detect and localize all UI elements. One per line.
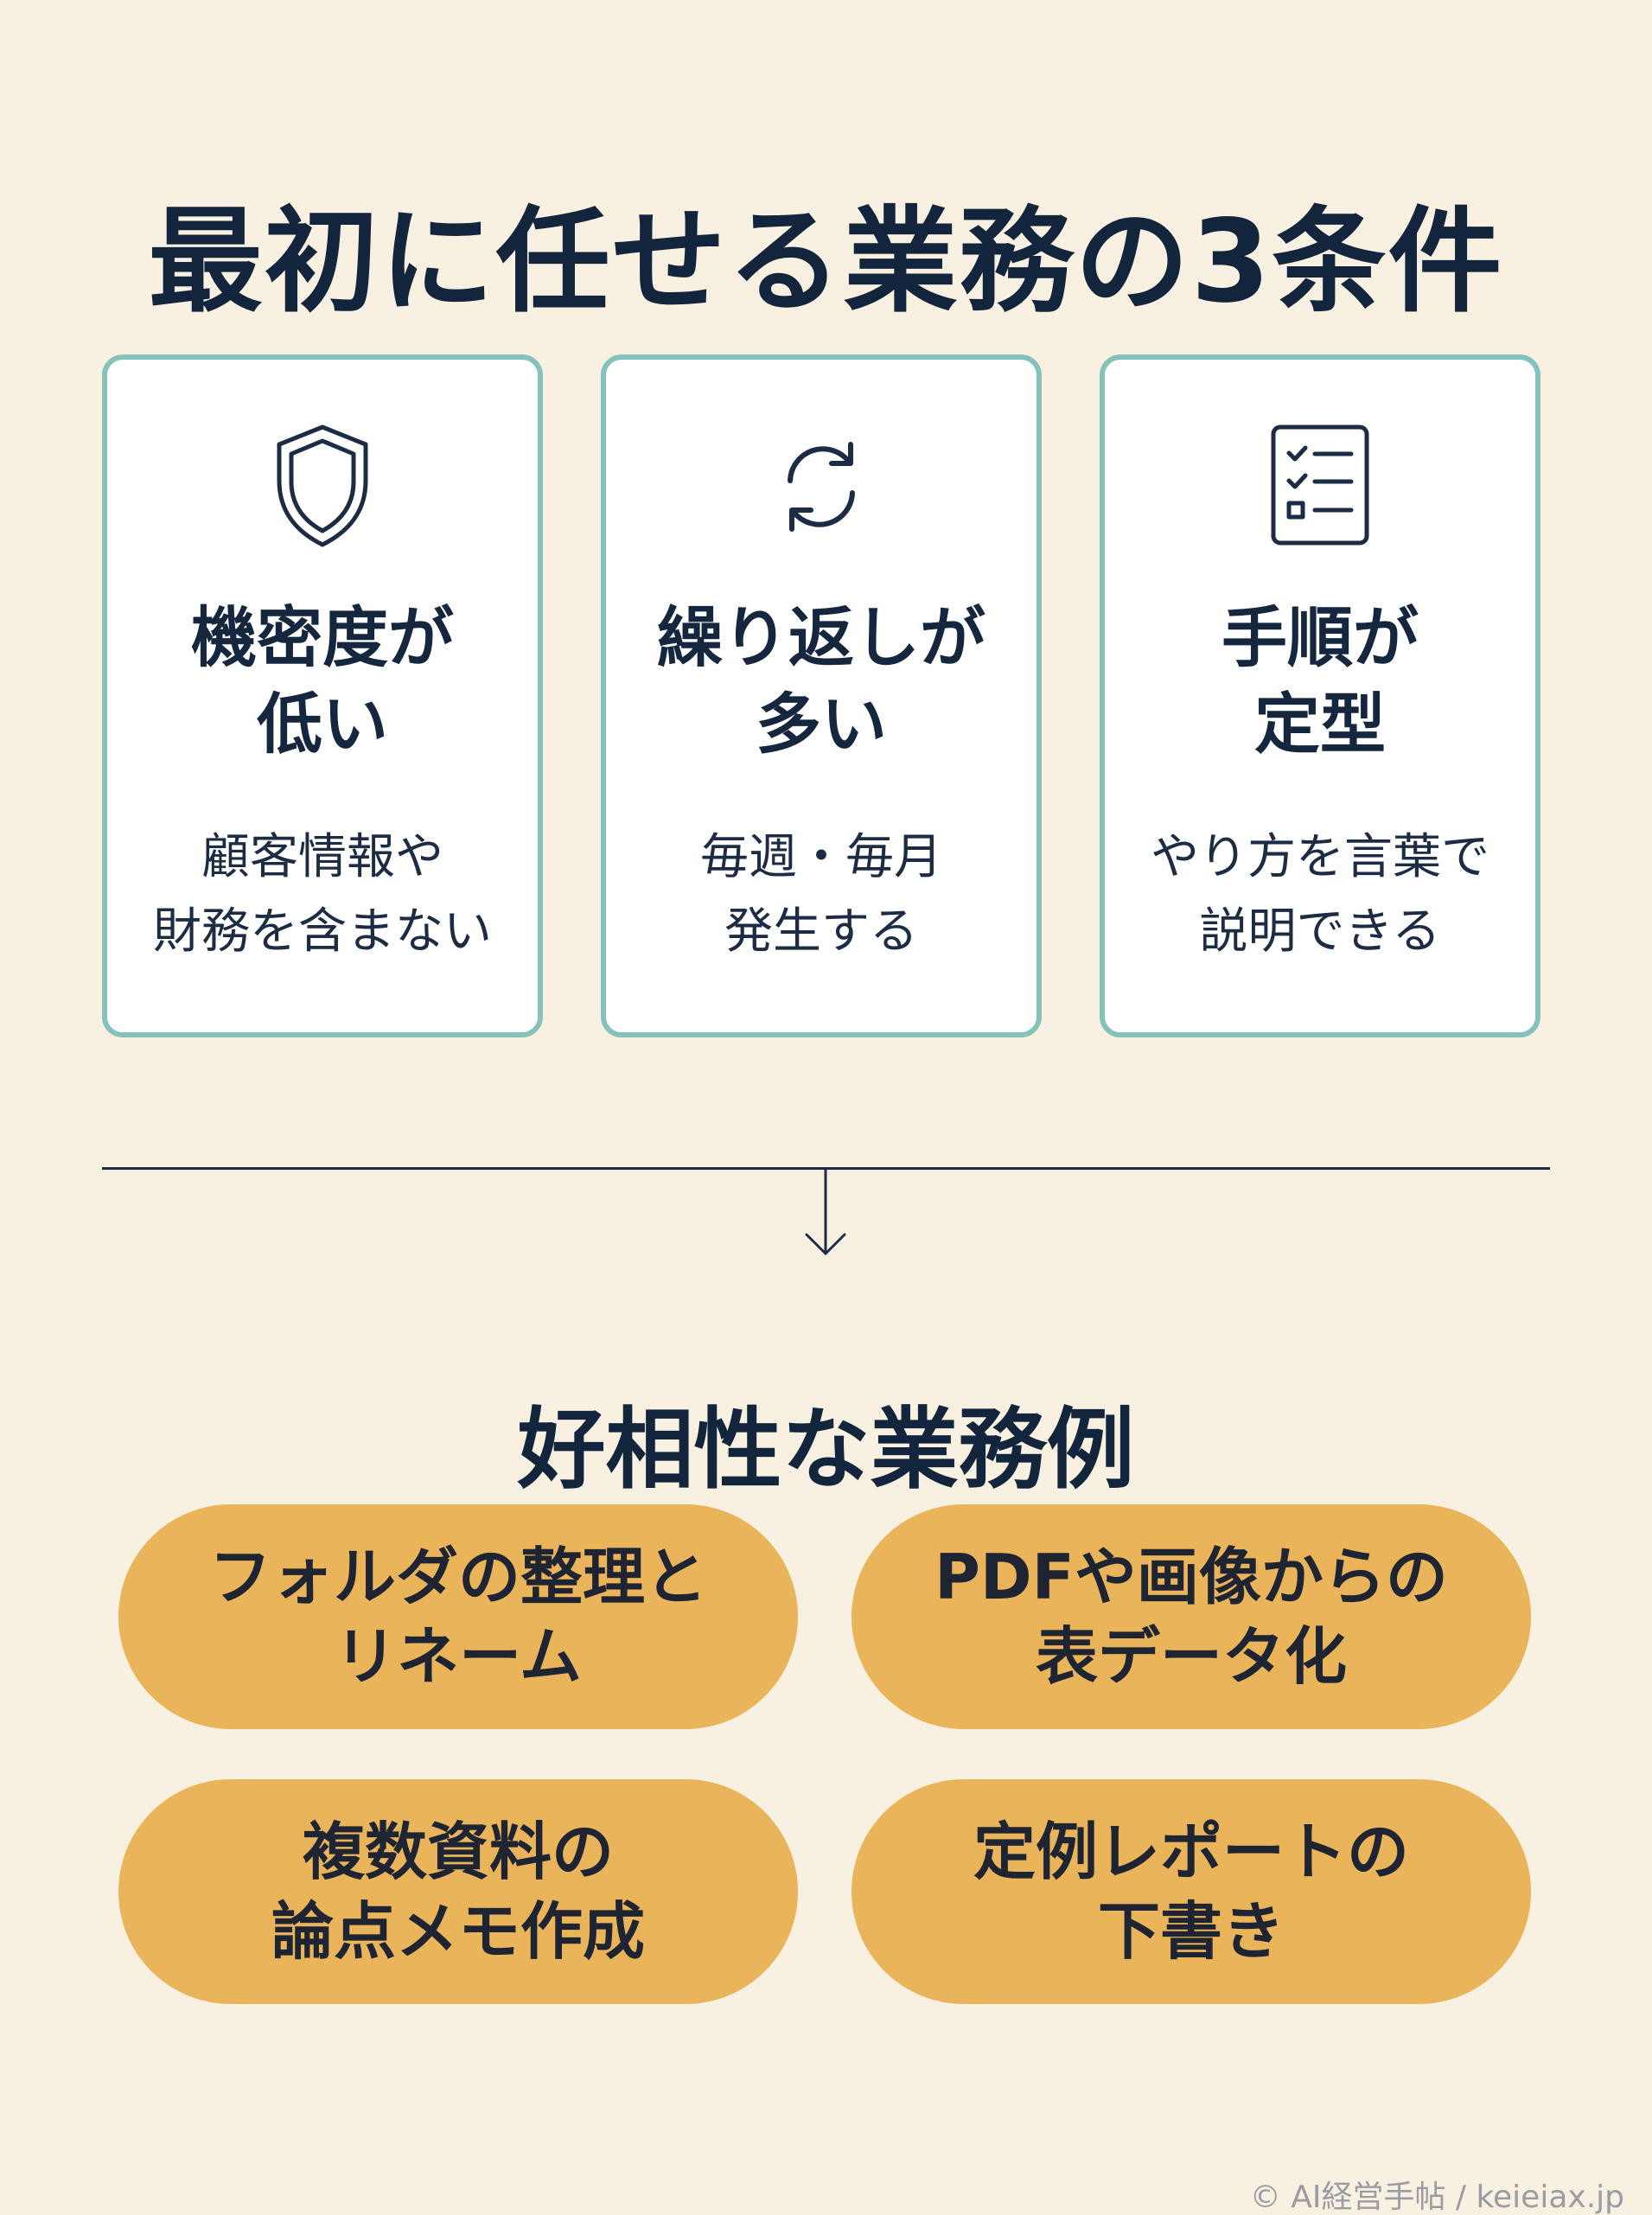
example-label: フォルダの整理と リネーム (208, 1541, 707, 1693)
condition-heading: 繰り返しが 多い (657, 599, 985, 763)
example-label: 複数資料の 論点メモ作成 (271, 1816, 645, 1968)
example-pill-issue-memo: 複数資料の 論点メモ作成 (118, 1779, 798, 2004)
condition-card-low-confidentiality: 機密度が 低い 顧客情報や 財務を含まない (102, 354, 543, 1037)
shield-icon (269, 420, 376, 550)
checklist-icon (1266, 420, 1374, 550)
condition-heading: 手順が 定型 (1221, 599, 1419, 763)
condition-description: やり方を言葉で 説明できる (1151, 829, 1489, 960)
page-title: 最初に任せる業務の3条件 (148, 195, 1504, 329)
condition-card-fixed-procedure: 手順が 定型 やり方を言葉で 説明できる (1100, 354, 1540, 1037)
condition-heading: 機密度が 低い (191, 599, 454, 763)
copyright-notice: © AI経営手帖 / keieiax.jp (1249, 2180, 1624, 2215)
arrow-down-icon (800, 1167, 852, 1260)
example-pill-report-draft: 定例レポートの 下書き (852, 1779, 1531, 2004)
examples-title: 好相性な業務例 (517, 1398, 1135, 1502)
condition-card-repetitive: 繰り返しが 多い 毎週・毎月 発生する (601, 354, 1042, 1037)
example-pill-pdf-to-table: PDFや画像からの 表データ化 (852, 1504, 1531, 1729)
example-pill-folder-rename: フォルダの整理と リネーム (118, 1504, 798, 1729)
condition-description: 顧客情報や 財務を含まない (153, 829, 492, 960)
example-label: PDFや画像からの 表データ化 (934, 1541, 1448, 1693)
condition-description: 毎週・毎月 発生する (700, 829, 942, 960)
example-label: 定例レポートの 下書き (973, 1816, 1409, 1968)
refresh-icon (768, 420, 875, 550)
